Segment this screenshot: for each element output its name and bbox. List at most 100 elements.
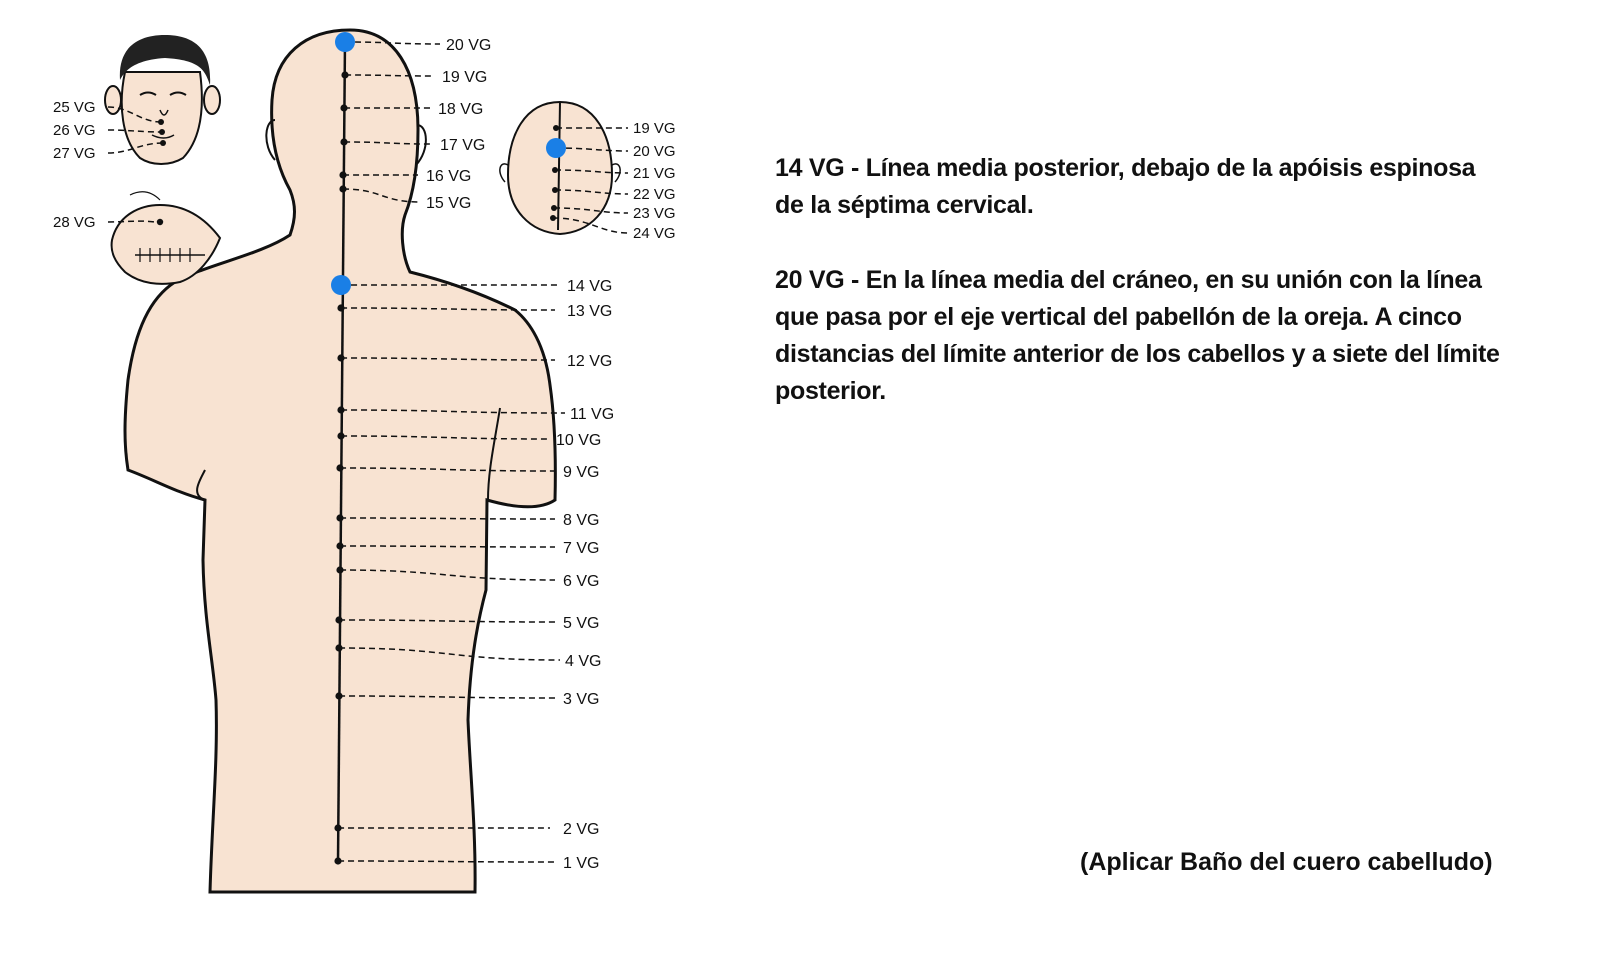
point-label: 6 VG xyxy=(563,573,599,590)
acupoint-marker xyxy=(158,119,164,125)
point-label: 3 VG xyxy=(563,691,599,708)
leader-line xyxy=(555,147,629,152)
acupoint-marker xyxy=(159,129,165,135)
acupoint-marker xyxy=(160,140,166,146)
leader-line xyxy=(340,435,551,440)
point-label: 9 VG xyxy=(563,464,599,481)
leader-line xyxy=(107,106,162,123)
point-label: 1 VG xyxy=(563,855,599,872)
leader-line xyxy=(344,74,436,77)
leader-line xyxy=(553,207,629,214)
point-label: 20 VG xyxy=(633,143,676,160)
acupoint-marker xyxy=(336,542,344,550)
description-20vg: 20 VG - En la línea media del cráneo, en… xyxy=(775,262,1575,410)
leader-line xyxy=(337,860,556,863)
highlight-point xyxy=(335,32,355,52)
leader-line xyxy=(340,307,556,311)
point-label: 27 VG xyxy=(53,145,96,162)
point-label: 28 VG xyxy=(53,214,96,231)
face-points: 25 VG 26 VG 27 VG xyxy=(53,99,166,162)
point-label: 25 VG xyxy=(53,99,96,116)
acupoint-marker xyxy=(552,167,558,173)
acupoint-marker xyxy=(340,104,348,112)
description-line: 14 VG - Línea media posterior, debajo de… xyxy=(775,154,1476,182)
highlight-point xyxy=(331,275,351,295)
point-label: 26 VG xyxy=(53,122,96,139)
leader-line xyxy=(107,129,163,133)
shoulder-crease xyxy=(487,407,501,501)
ear-right xyxy=(415,124,427,166)
back-points: 20 VG 19 VG 18 VG 17 VG 16 VG 15 VG 14 VG 13 VG… xyxy=(331,32,614,872)
point-label: 15 VG xyxy=(426,195,471,212)
description-14vg: 14 VG - Línea media posterior, debajo de… xyxy=(775,150,1575,224)
leader-line xyxy=(554,169,629,174)
point-descriptions: 14 VG - Línea media posterior, debajo de… xyxy=(775,150,1575,448)
leader-line xyxy=(552,217,629,234)
leader-line xyxy=(342,188,421,203)
point-label: 14 VG xyxy=(567,278,612,295)
point-label: 19 VG xyxy=(442,69,487,86)
acupoint-marker xyxy=(341,71,349,79)
acupoint-marker xyxy=(335,644,343,652)
description-line: que pasa por el eje vertical del pabelló… xyxy=(775,303,1462,331)
point-label: 12 VG xyxy=(567,353,612,370)
acupoint-marker xyxy=(337,354,345,362)
leader-line xyxy=(344,41,441,45)
point-label: 2 VG xyxy=(563,821,599,838)
head-top-illustration xyxy=(499,100,621,236)
point-label: 7 VG xyxy=(563,540,599,557)
point-label: 17 VG xyxy=(440,137,485,154)
acupoint-marker xyxy=(340,138,348,146)
description-line: 20 VG - En la línea media del cráneo, en… xyxy=(775,266,1482,294)
arm-crease xyxy=(196,469,206,501)
point-label: 20 VG xyxy=(446,37,491,54)
acupoint-marker xyxy=(337,304,345,312)
highlight-point xyxy=(546,138,566,158)
face-illustration xyxy=(104,35,221,165)
acupoint-marker xyxy=(334,857,342,865)
leader-line xyxy=(340,409,566,414)
treatment-note: (Aplicar Baño del cuero cabelludo) xyxy=(1080,848,1493,876)
acupoint-marker xyxy=(339,185,347,193)
acupoint-diagram: 20 VG 19 VG 18 VG 17 VG 16 VG 15 VG 14 VG 13 VG… xyxy=(53,28,676,894)
acupoint-marker xyxy=(551,205,557,211)
point-label: 18 VG xyxy=(438,101,483,118)
leader-line xyxy=(343,141,433,145)
acupoint-marker xyxy=(334,824,342,832)
acupoint-marker xyxy=(156,218,164,226)
leader-line xyxy=(338,695,556,699)
leader-line xyxy=(340,357,556,361)
leader-line xyxy=(339,517,556,520)
point-label: 23 VG xyxy=(633,205,676,222)
acupoint-marker xyxy=(335,692,343,700)
acupoint-marker xyxy=(553,125,559,131)
leader-line xyxy=(339,545,556,548)
description-line: de la séptima cervical. xyxy=(775,191,1034,219)
leader-line xyxy=(554,189,629,195)
point-label: 8 VG xyxy=(563,512,599,529)
leader-line xyxy=(107,220,156,223)
point-label: 4 VG xyxy=(565,653,601,670)
point-label: 16 VG xyxy=(426,168,471,185)
ear-left xyxy=(265,119,276,161)
leader-line xyxy=(339,569,556,581)
leader-line xyxy=(339,467,556,472)
acupoint-marker xyxy=(335,616,343,624)
point-label: 19 VG xyxy=(633,120,676,137)
point-label: 13 VG xyxy=(567,303,612,320)
acupoint-marker xyxy=(339,171,347,179)
acupoint-marker xyxy=(336,464,344,472)
acupoint-marker xyxy=(337,406,345,414)
point-label: 21 VG xyxy=(633,165,676,182)
description-line: posterior. xyxy=(775,377,886,405)
point-label: 11 VG xyxy=(570,406,614,423)
point-label: 24 VG xyxy=(633,225,676,242)
mouth-points: 28 VG xyxy=(53,214,164,231)
acupoint-marker xyxy=(336,566,344,574)
mouth-illustration xyxy=(110,191,222,285)
acupoint-marker xyxy=(550,215,556,221)
leader-line xyxy=(338,619,556,623)
leader-line xyxy=(338,647,561,661)
acupoint-marker xyxy=(552,187,558,193)
